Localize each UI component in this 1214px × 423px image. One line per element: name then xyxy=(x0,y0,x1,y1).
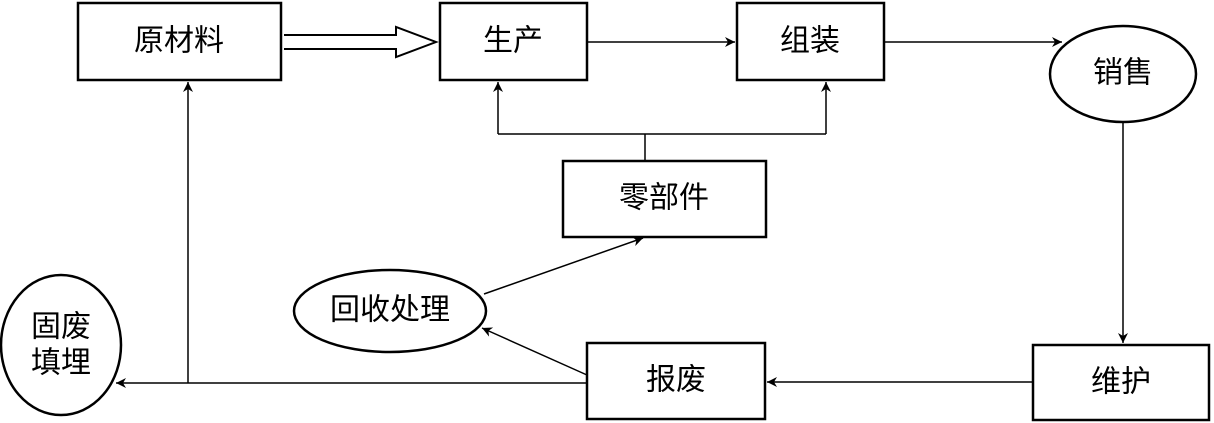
node-maintenance: 维护 xyxy=(1031,343,1211,422)
node-parts-label: 零部件 xyxy=(619,181,709,216)
node-parts: 零部件 xyxy=(561,159,768,239)
node-recycling: 回收处理 xyxy=(292,268,488,354)
node-production-label: 生产 xyxy=(483,24,543,59)
edge-scrap-to-recycling xyxy=(481,327,588,376)
node-sales-label: 销售 xyxy=(1093,56,1153,91)
node-sales: 销售 xyxy=(1048,24,1198,124)
node-production: 生产 xyxy=(438,1,589,82)
edge-parts-to-production-and-assembly xyxy=(493,82,831,161)
node-raw-materials-label: 原材料 xyxy=(134,24,224,59)
node-assembly: 组装 xyxy=(735,1,886,82)
node-maintenance-label: 维护 xyxy=(1091,365,1151,400)
node-landfill: 固废 填埋 xyxy=(0,273,123,417)
node-raw-materials: 原材料 xyxy=(76,1,283,82)
node-assembly-label: 组装 xyxy=(780,24,840,59)
edge-raw-materials-to-production xyxy=(284,25,439,59)
node-landfill-label-line1: 固废 xyxy=(31,310,91,345)
node-scrap-label: 报废 xyxy=(646,363,706,398)
node-recycling-label: 回收处理 xyxy=(330,293,450,328)
node-scrap: 报废 xyxy=(585,341,767,421)
node-landfill-label-line2: 填埋 xyxy=(31,346,91,381)
edge-recycling-to-parts xyxy=(483,236,644,295)
